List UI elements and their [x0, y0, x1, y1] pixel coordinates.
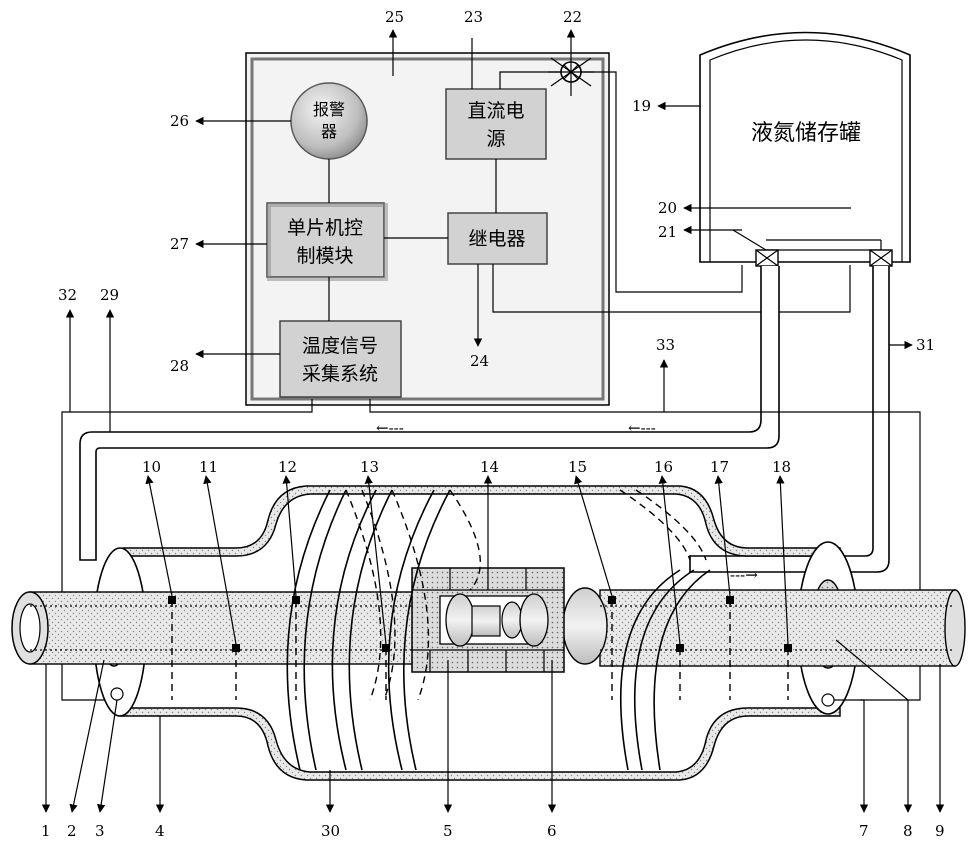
callout-29: 29 — [100, 286, 119, 304]
callout-13: 13 — [360, 458, 379, 476]
temp-label-line2: 采集系统 — [302, 363, 378, 385]
callout-24: 24 — [470, 352, 489, 370]
alarm-label-line1: 报警 — [313, 100, 345, 119]
callout-19: 19 — [632, 97, 651, 115]
callout-16: 16 — [654, 458, 673, 476]
callout-32: 32 — [58, 286, 77, 304]
callout-8: 8 — [903, 822, 913, 840]
alarm-unit: 报警 器 — [291, 83, 367, 159]
callout-17: 17 — [710, 458, 729, 476]
callout-33: 33 — [656, 336, 675, 354]
alarm-label-line2: 器 — [321, 122, 337, 141]
liquid-nitrogen-tank: 液氮储存罐 — [700, 33, 910, 263]
callout-26: 26 — [170, 112, 189, 130]
tank-label: 液氮储存罐 — [751, 121, 861, 146]
callout-30: 30 — [321, 822, 340, 840]
relay: 继电器 — [448, 213, 547, 264]
callout-15: 15 — [568, 458, 587, 476]
callout-11: 11 — [199, 458, 218, 476]
mcu-control-module: 单片机控 制模块 — [267, 203, 386, 279]
callout-2: 2 — [67, 822, 77, 840]
mcu-label-line1: 单片机控 — [287, 217, 363, 239]
mcu-label-line2: 制模块 — [296, 245, 353, 267]
callout-25: 25 — [385, 8, 404, 26]
shaft-coupling — [412, 568, 564, 672]
callout-4: 4 — [155, 822, 165, 840]
flow-arrow-left-2: ←--- — [628, 419, 656, 437]
callout-14: 14 — [480, 458, 499, 476]
right-shaft — [563, 588, 965, 666]
callout-3: 3 — [95, 822, 105, 840]
relay-label: 继电器 — [468, 228, 525, 250]
callout-7: 7 — [859, 822, 869, 840]
temperature-acquisition-system: 温度信号 采集系统 — [280, 321, 401, 397]
flow-arrow-left-1: ←--- — [376, 419, 404, 437]
callout-22: 22 — [563, 8, 582, 26]
callout-21: 21 — [658, 223, 677, 241]
left-shaft — [12, 592, 430, 664]
callout-23: 23 — [464, 8, 483, 26]
callout-6: 6 — [547, 822, 557, 840]
dc-power-supply: 直流电 源 — [446, 89, 546, 159]
temp-label-line1: 温度信号 — [302, 335, 378, 357]
callout-20: 20 — [658, 199, 677, 217]
callout-12: 12 — [278, 458, 297, 476]
callout-31: 31 — [916, 336, 935, 354]
callout-27: 27 — [170, 235, 189, 253]
callout-18: 18 — [772, 458, 791, 476]
dc-power-label-line2: 源 — [486, 128, 505, 150]
callout-1: 1 — [41, 822, 51, 840]
callout-28: 28 — [170, 357, 189, 375]
callout-5: 5 — [443, 822, 453, 840]
dc-power-label-line1: 直流电 — [467, 100, 524, 122]
callout-9: 9 — [935, 822, 945, 840]
flow-arrow-right: ---→ — [730, 566, 758, 584]
callout-10: 10 — [142, 458, 161, 476]
